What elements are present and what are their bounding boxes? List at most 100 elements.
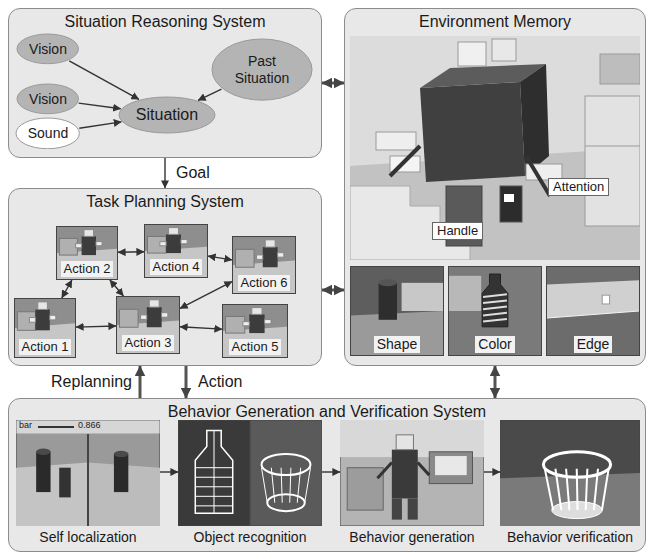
connector-arrow [322,471,340,472]
picture-part [36,449,50,455]
picture-part [483,294,507,297]
picture-part [141,315,147,319]
tile-caption: Action 4 [150,259,203,275]
picture-part [35,309,49,330]
image-tile: Action 4 [144,224,208,278]
picture-part [271,468,274,503]
picture-part [547,280,639,318]
picture-part [147,236,166,253]
input-ellipse: Sound [15,117,80,150]
picture-part [17,312,35,331]
system-panel: Environment MemoryShapeColorEdgeAttentio… [344,8,646,366]
picture-part [119,309,138,327]
connector-arrow [322,289,344,292]
picture-part [408,498,418,519]
process-image-tile: Behavior generation [340,420,484,548]
image-tile: Action 6 [232,236,296,294]
picture-part [114,454,128,492]
picture-part [449,267,541,355]
edge-label-anchor: Replanning [51,372,132,391]
connector-arrow [180,282,232,309]
picture-part [576,469,579,510]
panel-title: Situation Reasoning System [9,9,321,31]
picture-part [162,313,168,317]
picture-part [265,240,275,247]
tile-caption: Edge [574,336,613,353]
ellipse-label: Situation [136,105,198,124]
picture-part [250,420,322,526]
illustration [350,36,640,260]
system-panel: Task Planning SystemAction 1 Action 2 Acti… [8,188,322,366]
picture-part [281,468,282,503]
picture-part [392,450,418,499]
picture-part [483,307,507,310]
picture-part [547,311,639,318]
picture-part [305,468,311,503]
process-image-tile: Self localizationbar0.866 [16,420,160,548]
picture-part [602,469,609,510]
panel-title: Task Planning System [9,189,321,211]
picture-part [547,267,639,355]
process-caption: Object recognition [194,529,307,548]
connector-arrow [180,327,222,329]
image-tile: Action 3 [116,296,180,354]
connector-arrow [185,366,188,398]
connector-arrow [494,366,497,398]
picture-part [555,469,561,510]
label-anchor: Attention [548,178,609,196]
edge-label: Goal [176,163,210,182]
picture-part [59,468,71,498]
image-tile: Action 1 [14,298,76,358]
tile-caption: Action 2 [61,261,114,277]
picture-part [257,255,263,259]
ellipse-shape [16,118,79,149]
process-caption: Self localization [39,529,136,548]
picture-part [418,462,430,475]
connector-arrow [79,103,121,109]
picture-part [59,238,77,255]
callout-label: Handle [432,222,483,240]
picture-part [76,244,82,248]
connector-arrow [118,251,144,253]
picture-part [262,454,311,475]
picture-part [594,469,598,510]
picture-part [420,82,525,182]
picture-part [226,316,245,333]
picture-part [181,240,187,244]
picture-part [87,434,89,526]
image-tile: Action 2 [56,226,118,280]
picture-part [500,420,640,526]
picture-part [15,299,75,357]
picture-part [267,494,304,511]
picture-part [585,96,640,226]
tile-caption: Action 6 [238,275,291,291]
picture-part [57,227,117,279]
picture-part [147,307,162,327]
edge-label-anchor: Action [198,372,242,391]
readout-label: 0.866 [78,420,101,431]
process-image-tile: Object recognition [178,420,322,548]
picture-part [82,236,96,255]
picture-part [235,249,254,267]
edge-label: Replanning [51,372,132,391]
picture-part [160,242,166,246]
picture-part [545,469,553,510]
picture-part [377,462,391,478]
illustration [16,420,160,526]
edge-label: Action [198,372,242,391]
picture-part [263,247,278,267]
tile-caption: Action 3 [122,335,175,351]
picture-part [500,186,522,222]
picture-part [347,468,383,510]
picture-part [50,315,56,320]
process-image-tile: Behavior verification [500,420,640,548]
process-caption: Behavior generation [349,529,474,548]
ellipse-label: Vision [29,91,67,108]
connector-arrow [110,280,124,296]
connector-arrow [76,326,116,327]
picture-part [602,295,609,304]
picture-part [449,276,481,311]
ellipse-label: Sound [28,125,68,142]
ellipse-shape [17,84,78,114]
